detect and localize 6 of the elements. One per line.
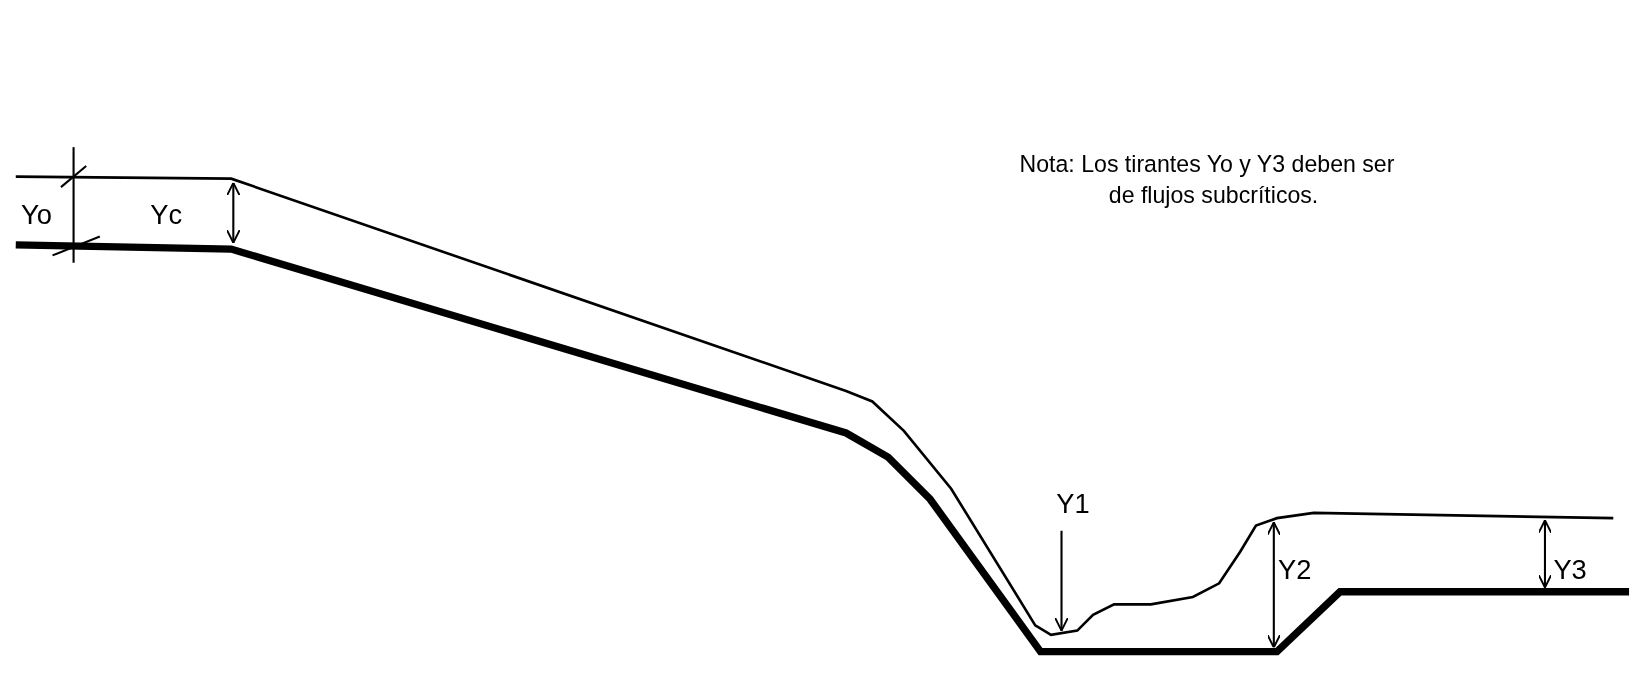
depth-label: Y3 <box>1553 554 1587 585</box>
note-text: Nota: Los tirantes Yo y Y3 deben ser de flujos subcríticos. <box>1019 150 1396 210</box>
depth-label: Yc <box>150 199 183 230</box>
depth-label: Y1 <box>1056 488 1090 519</box>
depth-label: Y2 <box>1278 554 1312 585</box>
depth-label: Yo <box>21 199 52 230</box>
